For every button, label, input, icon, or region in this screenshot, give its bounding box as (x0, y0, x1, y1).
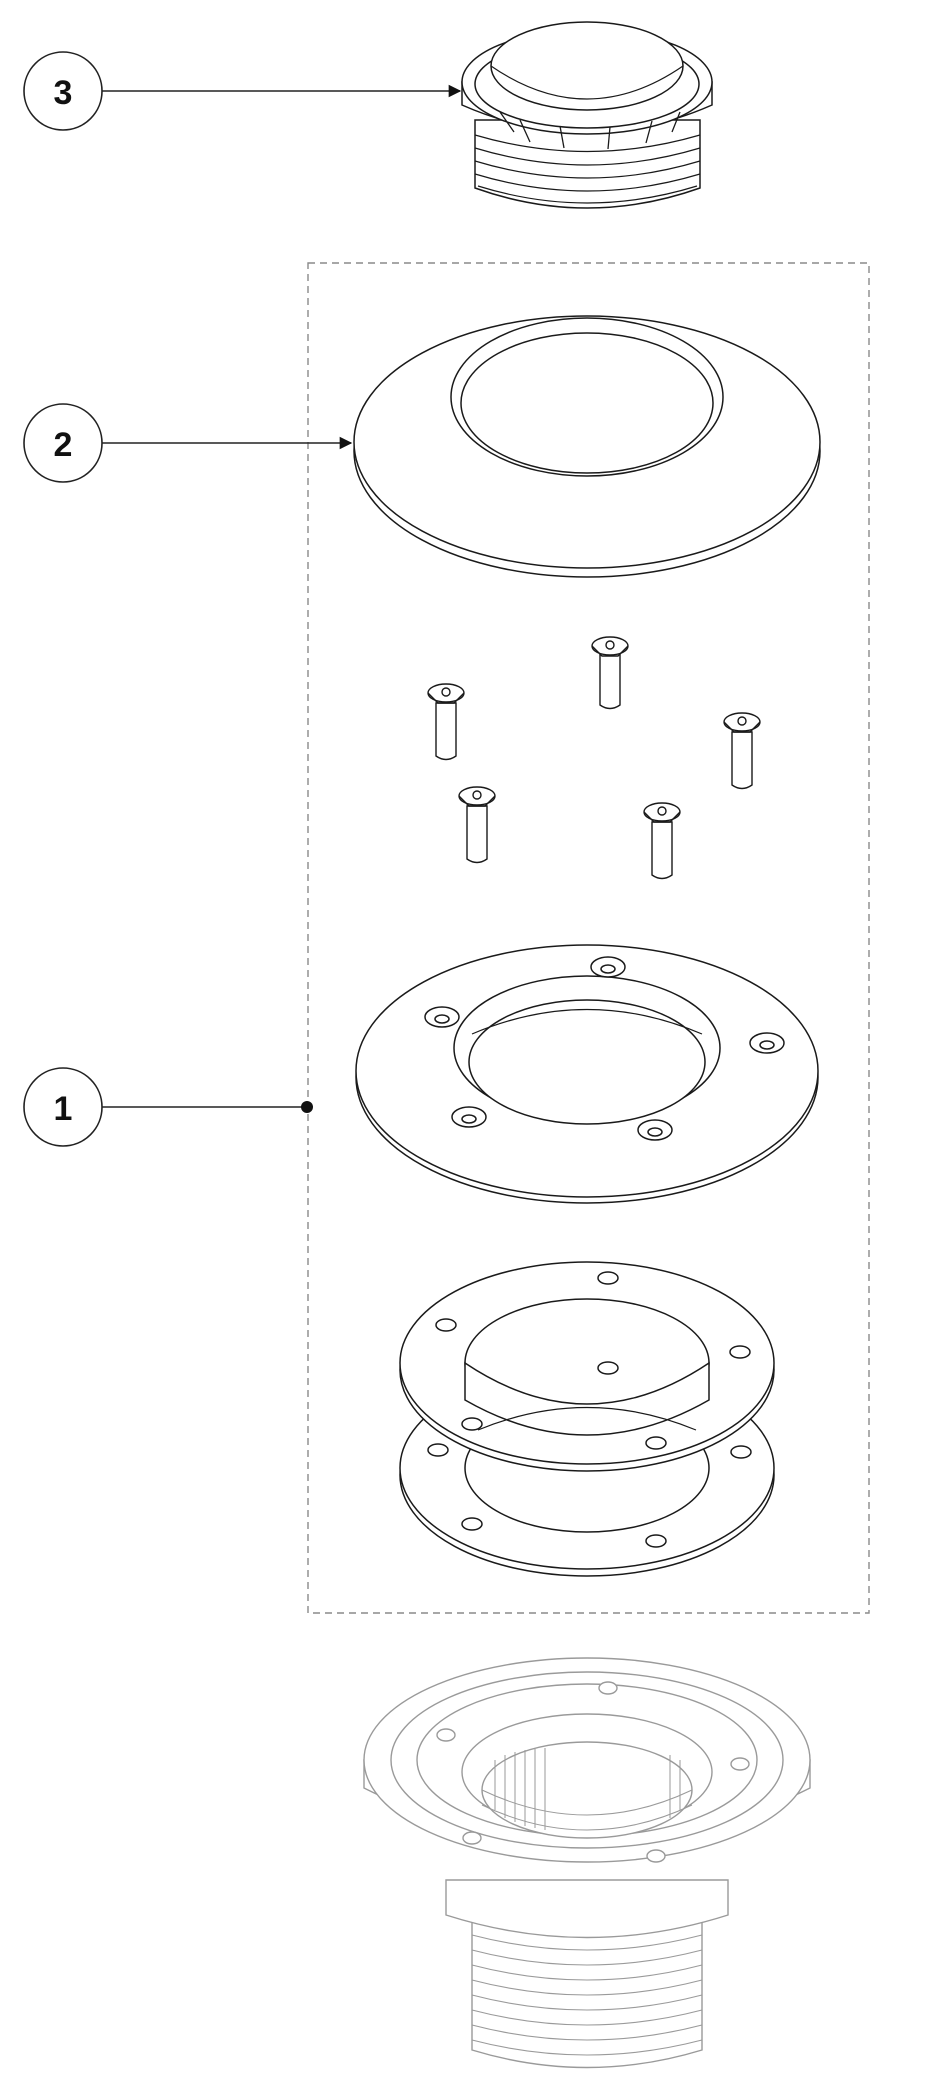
screw-1 (591, 636, 629, 710)
ghosted-housing (363, 1657, 811, 2069)
callout-2-number: 2 (54, 426, 73, 464)
screw-3 (723, 712, 761, 790)
callout-1-number: 1 (54, 1090, 73, 1128)
countersunk-screws (427, 636, 761, 880)
housing-threaded-tail (471, 1904, 703, 2069)
upper-gasket (399, 1261, 775, 1472)
flange-holes (424, 956, 785, 1141)
cover-ring (353, 315, 821, 578)
screw-5 (643, 802, 681, 880)
cap-ribs (499, 111, 681, 150)
callout-3-number: 3 (54, 74, 73, 112)
callout-2: 2 (23, 403, 353, 483)
clamping-flange (355, 944, 819, 1204)
callout-1-dot (301, 1101, 313, 1113)
callout-1: 1 (23, 1067, 313, 1147)
screw-2 (427, 683, 465, 761)
cap-thread-lines (474, 134, 701, 204)
gasket-pair (399, 1261, 775, 1577)
screw-4 (458, 786, 496, 864)
housing-bolt-holes (436, 1681, 750, 1863)
housing-inner-threads (481, 1748, 693, 1831)
cap-insert (461, 21, 713, 209)
callout-3: 3 (23, 51, 462, 131)
dashed-kit-group (307, 262, 870, 1614)
